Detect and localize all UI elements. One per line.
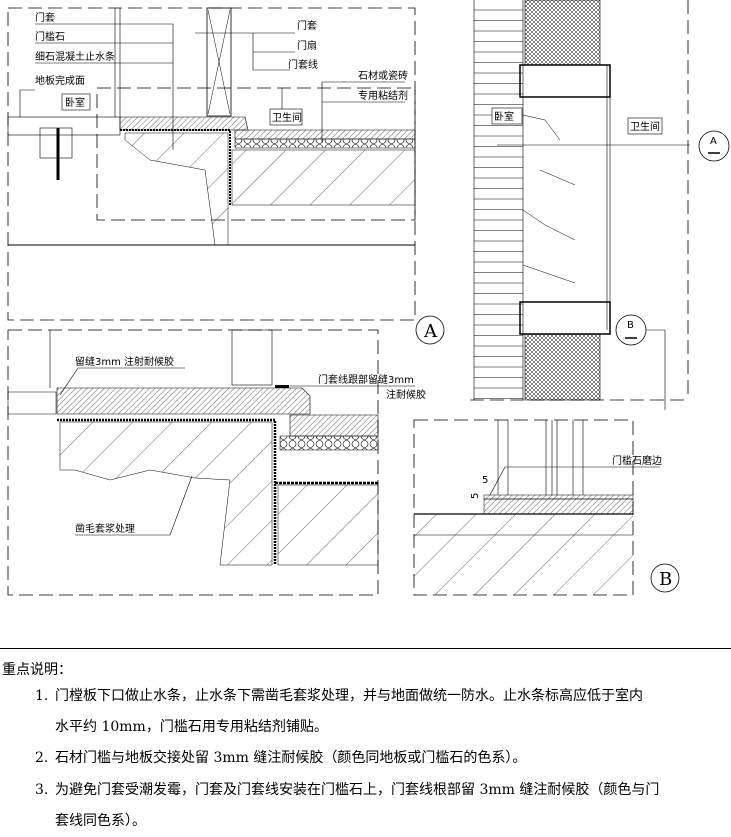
label-threshold-stone: 门槛石 [35, 30, 65, 43]
label-casing-trim: 门套线 [288, 58, 318, 71]
label-edge-grinding: 门槛石磨边 [612, 454, 662, 467]
label-bedroom: 卧室 [65, 96, 85, 109]
dimension-vertical: 5 [470, 493, 481, 499]
note-text-continued: 套线同色系）。 [55, 813, 146, 829]
construction-drawing: 门套 门槛石 细石混凝土止水条 地板完成面 卧室 门套 门扇 门套线 石材或瓷砖… [7, 0, 730, 596]
note-number: 3. [35, 782, 49, 798]
notes-title: 重点说明： [2, 662, 72, 678]
label-door-casing: 门套 [35, 11, 55, 24]
label-door-casing-right: 门套 [297, 19, 317, 32]
note-text-continued: 水平约 10mm，门槛石用专用粘结剂铺贴。 [55, 719, 328, 735]
dimension-horizontal: 5 [482, 475, 488, 486]
note-item-1: 1. 门樘板下口做止水条，止水条下需凿毛套浆处理，并与地面做统一防水。止水条标高应… [35, 681, 725, 743]
label-stone-tile: 石材或瓷砖 [358, 69, 408, 82]
label-gap-sealant: 留缝3mm 注射耐候胶 [75, 355, 174, 368]
door-plan: 卧室 卫生间 A B [470, 0, 730, 410]
label-roughen-slurry: 凿毛套浆处理 [75, 522, 135, 535]
section-marker-b: B [627, 320, 634, 331]
note-item-2: 2. 石材门槛与地板交接处留 3mm 缝注耐候胶（颜色同地板或门槛石的色系）。 [35, 743, 725, 774]
note-text: 门樘板下口做止水条，止水条下需凿毛套浆处理，并与地面做统一防水。止水条标高应低于… [55, 688, 643, 704]
plan-label-bedroom: 卧室 [494, 110, 514, 123]
label-floor-finish: 地板完成面 [35, 74, 85, 87]
note-number: 1. [35, 688, 49, 704]
note-number: 2. [35, 750, 49, 766]
detail-b: 门槛石磨边 5 5 B [413, 419, 680, 596]
label-bathroom: 卫生间 [272, 111, 302, 124]
plan-label-bathroom: 卫生间 [630, 120, 660, 133]
detail-a: 门套 门槛石 细石混凝土止水条 地板完成面 卧室 门套 门扇 门套线 石材或瓷砖… [7, 7, 445, 345]
detail-a-enlarged: 留缝3mm 注射耐候胶 门套线跟部留缝3mm 注耐候胶 凿毛套浆处理 [7, 329, 426, 596]
label-water-stop: 细石混凝土止水条 [35, 50, 115, 63]
note-item-3: 3. 为避免门套受潮发霉，门套及门套线安装在门槛石上，门套线根部留 3mm 缝注耐… [35, 775, 725, 837]
note-text: 为避免门套受潮发霉，门套及门套线安装在门槛石上，门套线根部留 3mm 缝注耐候胶… [55, 782, 660, 798]
note-text: 石材门槛与地板交接处留 3mm 缝注耐候胶（颜色同地板或门槛石的色系）。 [55, 750, 527, 766]
label-casing-root-sealant: 注耐候胶 [386, 388, 426, 401]
label-casing-root-gap: 门套线跟部留缝3mm [318, 373, 414, 386]
detail-marker-a: A [423, 321, 438, 342]
notes-section: 重点说明： 1. 门樘板下口做止水条，止水条下需凿毛套浆处理，并与地面做统一防水。… [0, 648, 731, 829]
label-adhesive: 专用粘结剂 [358, 89, 408, 102]
detail-marker-b: B [659, 569, 672, 590]
section-marker-a: A [710, 136, 717, 147]
label-door-leaf: 门扇 [297, 39, 317, 52]
